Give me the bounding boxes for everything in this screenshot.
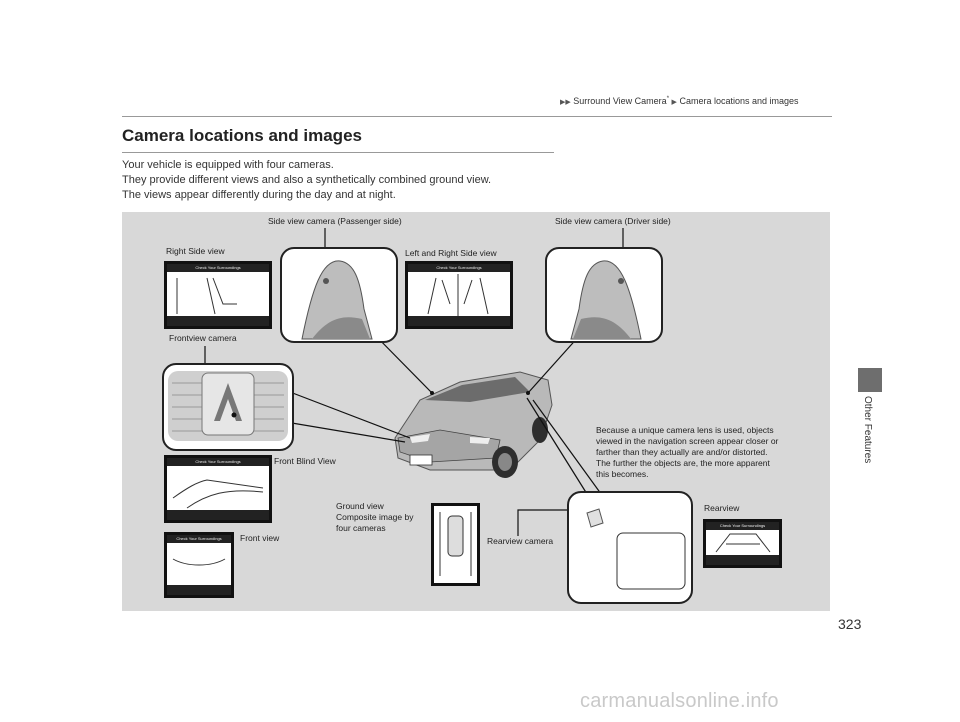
label-ground-view-title: Ground view: [336, 501, 384, 511]
note-line: this becomes.: [596, 469, 649, 479]
front-view-screen: Check Your Surroundings: [164, 532, 234, 598]
breadcrumb-marker: *: [666, 96, 670, 102]
front-grille-icon: [168, 371, 288, 441]
top-down-car-icon: [439, 512, 472, 576]
frontview-camera-callout: [162, 363, 294, 451]
label-composite-line: Composite image by: [336, 512, 414, 522]
page-number: 323: [838, 616, 862, 632]
intro-line: The views appear differently during the …: [122, 189, 396, 201]
label-side-cam-passenger: Side view camera (Passenger side): [268, 216, 402, 226]
screen-header: Check Your Surroundings: [167, 458, 269, 466]
label-right-side-view: Right Side view: [166, 246, 225, 256]
note-line: Because a unique camera lens is used, ob…: [596, 425, 774, 435]
camera-image: [715, 533, 771, 553]
passenger-mirror-callout: [280, 247, 398, 343]
label-side-cam-driver: Side view camera (Driver side): [555, 216, 671, 226]
title-rule: [122, 152, 554, 153]
side-mirror-icon: [570, 260, 642, 340]
label-front-view: Front view: [240, 533, 280, 543]
camera-image: [427, 274, 489, 324]
label-ground-view: Ground view Composite image by four came…: [336, 501, 413, 534]
side-mirror-icon: [301, 260, 373, 340]
breadcrumb-arrow-icon: ▶▶: [560, 99, 571, 106]
breadcrumb-arrow-icon: ▶: [671, 99, 677, 106]
screen-controls: [167, 316, 269, 326]
camera-image: [172, 479, 264, 509]
screen-controls: [167, 510, 269, 520]
section-tab-marker: [858, 368, 882, 392]
screen-controls: [706, 555, 779, 565]
driver-mirror-callout: [545, 247, 663, 343]
breadcrumb: ▶▶ Surround View Camera* ▶ Camera locati…: [560, 96, 799, 106]
note-line: viewed in the navigation screen appear c…: [596, 436, 779, 446]
section-tab-label[interactable]: Other Features: [862, 396, 873, 464]
screen-header: Check Your Surroundings: [408, 264, 510, 272]
lens-distortion-note: Because a unique camera lens is used, ob…: [596, 425, 811, 480]
screen-controls: [408, 316, 510, 326]
car-illustration: [394, 371, 553, 478]
label-frontview-camera: Frontview camera: [169, 333, 237, 343]
breadcrumb-page: Camera locations and images: [679, 96, 799, 106]
label-front-blind-view: Front Blind View: [274, 456, 336, 466]
label-left-right-side-view: Left and Right Side view: [405, 248, 497, 258]
screen-header: Check Your Surroundings: [706, 522, 779, 530]
label-composite-line: four cameras: [336, 523, 386, 533]
header-rule: [122, 116, 832, 117]
screen-controls: [167, 585, 231, 595]
screen-header: Check Your Surroundings: [167, 535, 231, 543]
intro-line: Your vehicle is equipped with four camer…: [122, 159, 334, 171]
page-title: Camera locations and images: [122, 126, 362, 145]
intro-text: Your vehicle is equipped with four camer…: [122, 158, 491, 203]
rearview-screen: Check Your Surroundings: [703, 519, 782, 568]
label-rearview-camera: Rearview camera: [487, 536, 554, 546]
left-right-side-view-screen: Check Your Surroundings: [405, 261, 513, 329]
intro-line: They provide different views and also a …: [122, 174, 492, 186]
breadcrumb-section[interactable]: Surround View Camera: [573, 96, 667, 106]
rearview-camera-callout: [567, 491, 693, 604]
watermark: carmanualsonline.info: [580, 690, 779, 712]
note-line: The further the objects are, the more ap…: [596, 458, 770, 468]
screen-header: Check Your Surroundings: [167, 264, 269, 272]
label-rearview: Rearview: [704, 503, 740, 513]
ground-view-screen: [431, 503, 480, 586]
right-side-view-screen: Check Your Surroundings: [164, 261, 272, 329]
note-line: farther than they actually are and/or di…: [596, 447, 768, 457]
front-blind-view-screen: Check Your Surroundings: [164, 455, 272, 523]
rear-camera-icon: [586, 508, 686, 590]
camera-image: [172, 558, 226, 566]
camera-image: [176, 277, 237, 315]
